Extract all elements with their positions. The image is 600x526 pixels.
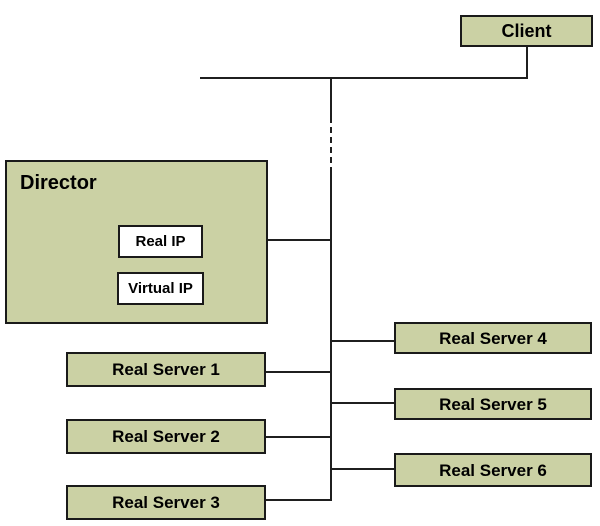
real-server-5-node: Real Server 5 xyxy=(394,388,592,420)
real-server-6-label: Real Server 6 xyxy=(439,460,547,480)
real-server-1-label: Real Server 1 xyxy=(112,360,220,379)
real-server-5-connector-line xyxy=(330,402,395,404)
client-node-label: Client xyxy=(501,21,552,41)
real-server-1-connector-line xyxy=(264,371,332,373)
real-server-2-connector-line xyxy=(264,436,332,438)
real-server-4-label: Real Server 4 xyxy=(439,328,547,348)
real-server-6-node: Real Server 6 xyxy=(394,453,592,487)
real-ip-node-label: Real IP xyxy=(135,233,186,250)
real-server-2-node: Real Server 2 xyxy=(66,419,266,454)
client-connector-line xyxy=(526,46,528,79)
trunk-horizontal-line xyxy=(200,77,528,79)
director-node-label: Director xyxy=(20,172,97,194)
real-server-5-label: Real Server 5 xyxy=(439,394,547,414)
real-server-1-node: Real Server 1 xyxy=(66,352,266,387)
bus-line-upper xyxy=(330,78,332,117)
client-node: Client xyxy=(460,15,593,47)
virtual-ip-node-label: Virtual IP xyxy=(128,280,193,297)
real-server-3-label: Real Server 3 xyxy=(112,493,220,512)
real-server-2-label: Real Server 2 xyxy=(112,427,220,446)
real-server-4-node: Real Server 4 xyxy=(394,322,592,354)
bus-line-dashed-segment xyxy=(330,117,332,173)
virtual-ip-node: Virtual IP xyxy=(117,272,204,305)
real-server-6-connector-line xyxy=(330,468,395,470)
real-server-3-node: Real Server 3 xyxy=(66,485,266,520)
real-server-4-connector-line xyxy=(330,340,395,342)
bus-line-lower xyxy=(330,173,332,501)
real-server-3-connector-line xyxy=(264,499,332,501)
real-ip-node: Real IP xyxy=(118,225,203,258)
